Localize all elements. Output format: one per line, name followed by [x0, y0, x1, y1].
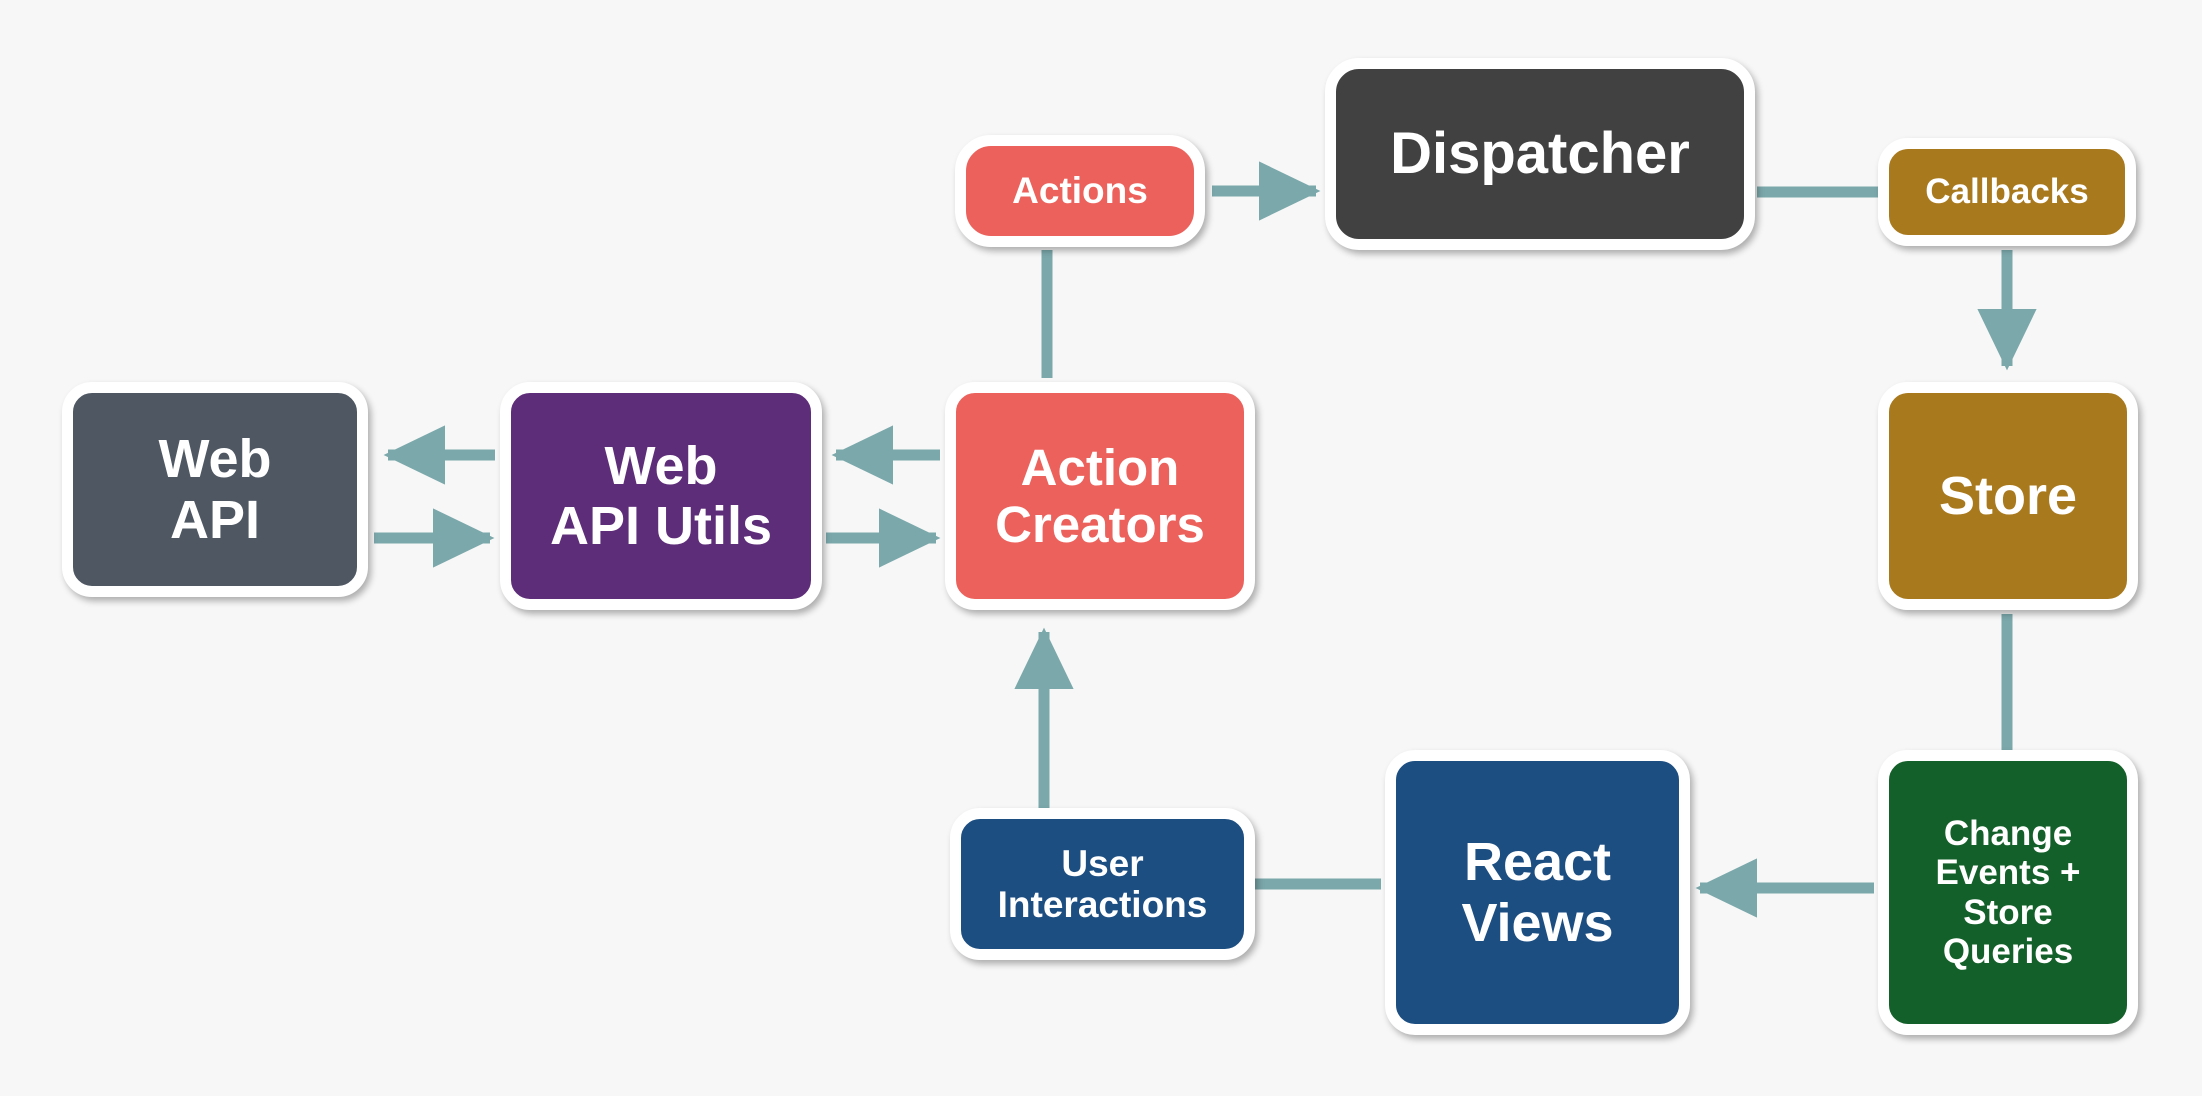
node-dispatcher[interactable]: Dispatcher	[1325, 58, 1755, 250]
node-change-events-store-queries-label: Change Events + Store Queries	[1935, 814, 2081, 971]
node-user-interactions[interactable]: User Interactions	[950, 808, 1255, 960]
node-action-creators[interactable]: Action Creators	[945, 382, 1255, 610]
node-callbacks[interactable]: Callbacks	[1878, 138, 2136, 246]
node-web-api[interactable]: Web API	[62, 382, 368, 597]
node-action-creators-label: Action Creators	[995, 438, 1205, 553]
node-callbacks-label: Callbacks	[1925, 172, 2089, 212]
node-user-interactions-label: User Interactions	[997, 842, 1208, 925]
node-web-api-utils[interactable]: Web API Utils	[500, 382, 822, 610]
node-react-views[interactable]: React Views	[1385, 750, 1690, 1035]
node-actions[interactable]: Actions	[955, 135, 1205, 247]
node-web-api-label: Web API	[158, 429, 272, 550]
node-react-views-label: React Views	[1461, 832, 1614, 953]
node-change-events-store-queries[interactable]: Change Events + Store Queries	[1878, 750, 2138, 1035]
node-web-api-utils-label: Web API Utils	[549, 435, 773, 556]
node-actions-label: Actions	[1012, 170, 1148, 212]
node-store[interactable]: Store	[1878, 382, 2138, 610]
node-store-label: Store	[1938, 465, 2078, 526]
node-dispatcher-label: Dispatcher	[1390, 120, 1690, 186]
